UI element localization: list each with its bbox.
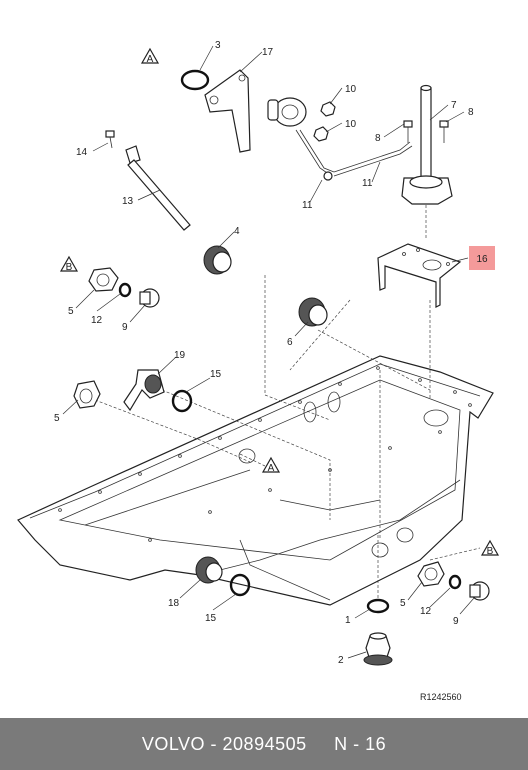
label-4: 4 (234, 226, 240, 237)
part-number-footer: VOLVO - 20894505 N - 16 (0, 718, 528, 770)
label-8-right: 8 (468, 107, 474, 118)
footer-separator: - (205, 733, 223, 754)
bolt-14 (105, 130, 115, 149)
reference-code: R1242560 (420, 692, 462, 702)
label-17: 17 (262, 47, 274, 58)
label-2: 2 (338, 655, 344, 666)
label-14: 14 (76, 147, 88, 158)
o-ring-15-lower (229, 573, 251, 597)
bolt-8-left (403, 120, 413, 143)
oil-pan (17, 355, 494, 606)
label-13: 13 (122, 196, 134, 207)
o-ring-3 (180, 69, 210, 91)
marker-b-left: B (59, 255, 79, 273)
label-5-right: 5 (400, 598, 406, 609)
highlight-box-16 (469, 246, 495, 270)
footer-part-number: 20894505 (222, 733, 307, 754)
label-3: 3 (215, 40, 221, 51)
plug-5-left (88, 267, 119, 292)
label-11-left: 11 (302, 200, 313, 211)
label-7: 7 (451, 100, 457, 111)
seal-6 (298, 297, 328, 327)
nut-10-upper (320, 101, 336, 117)
label-12-left: 12 (91, 315, 103, 326)
leader-lines (62, 45, 475, 659)
nut-10-lower (313, 126, 329, 142)
part-labels: 3 17 10 10 14 13 4 7 8 8 11 11 16 5 12 9… (54, 40, 488, 666)
footer-position: N - 16 (334, 733, 387, 754)
label-15-upper: 15 (210, 369, 222, 380)
plug-5-lower-left (73, 380, 101, 409)
label-9-right: 9 (453, 616, 459, 627)
marker-b-right: B (480, 539, 500, 557)
plug-9-right (469, 581, 490, 601)
marker-a-top: A (140, 47, 160, 65)
dipstick-tube-13 (125, 145, 191, 231)
svg-text:A: A (147, 54, 154, 65)
washer-12-left (118, 282, 132, 298)
label-19: 19 (174, 350, 186, 361)
connection-lines (94, 190, 481, 600)
label-10-upper: 10 (345, 84, 357, 95)
label-9-left: 9 (122, 322, 128, 333)
label-10-lower: 10 (345, 119, 357, 130)
label-6: 6 (287, 337, 293, 348)
plug-18 (195, 556, 223, 584)
label-5-left: 5 (68, 306, 74, 317)
label-1: 1 (345, 615, 351, 626)
o-ring-15-upper (171, 389, 193, 413)
footer-gap (307, 734, 335, 755)
svg-text:B: B (487, 546, 494, 557)
marker-a-mid: A (261, 456, 281, 474)
bracket-17 (204, 69, 251, 153)
svg-text:A: A (268, 463, 275, 474)
plug-5-right (417, 561, 445, 587)
washer-1 (366, 598, 390, 614)
svg-text:B: B (66, 262, 73, 273)
sensor-19 (123, 369, 165, 412)
oil-level-sensor-assembly (267, 97, 413, 181)
bracket-16 (377, 243, 462, 308)
label-15-lower: 15 (205, 613, 217, 624)
label-11-right: 11 (362, 178, 373, 189)
exploded-parts-diagram: A B A B 3 17 10 10 14 13 4 7 8 8 11 11 1… (17, 40, 500, 702)
oil-pickup-pipe-7 (401, 84, 453, 205)
label-12-right: 12 (420, 606, 432, 617)
drain-plug-2 (363, 632, 393, 666)
seal-4 (203, 245, 232, 275)
label-18: 18 (168, 598, 180, 609)
washer-12-right (448, 574, 462, 590)
plug-9-left (139, 288, 160, 308)
label-5-lower-left: 5 (54, 413, 60, 424)
footer-brand: VOLVO (141, 733, 206, 754)
label-16: 16 (476, 254, 488, 265)
label-8-left: 8 (375, 133, 381, 144)
bolt-8-right (439, 120, 449, 143)
